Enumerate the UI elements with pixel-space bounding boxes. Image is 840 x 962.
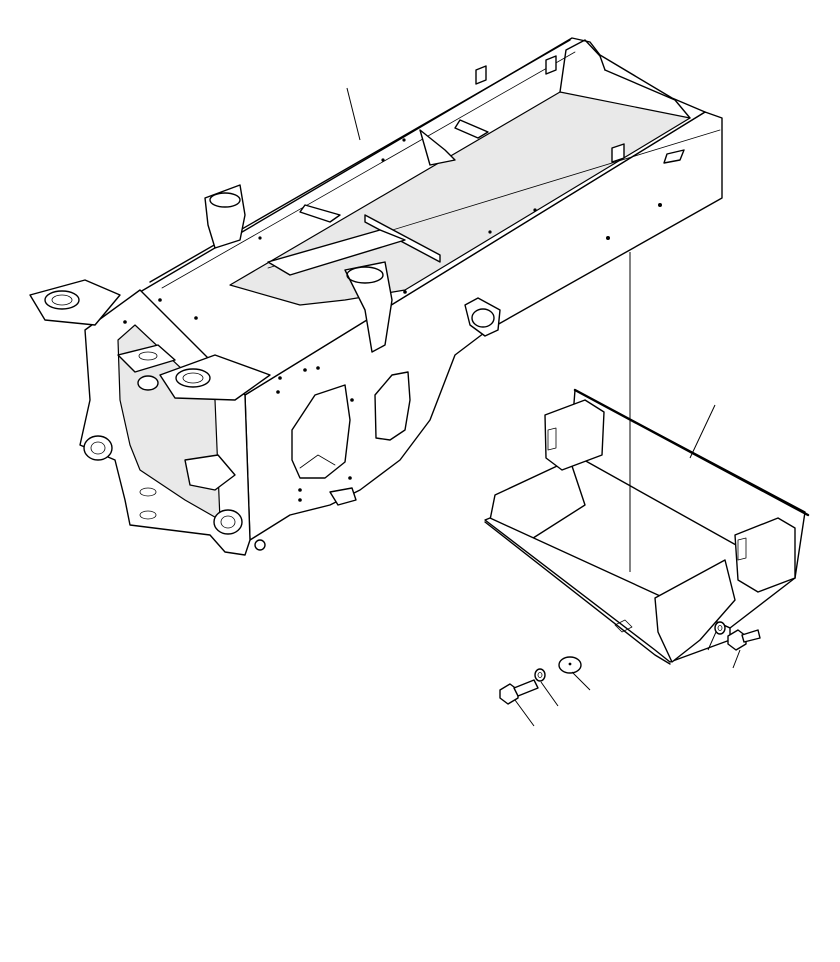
washer-left-ring bbox=[534, 668, 546, 682]
frame-front-hinge-plate-left bbox=[29, 279, 121, 326]
bolt-left-head bbox=[499, 683, 519, 705]
frame-top-bracket bbox=[454, 119, 489, 139]
washer-right-ring bbox=[714, 621, 726, 635]
frame-cross-tube bbox=[267, 229, 406, 276]
guard-front-lip bbox=[484, 521, 671, 665]
frame-rear-hump bbox=[559, 39, 606, 93]
frame-rear-pivot-boss bbox=[464, 297, 501, 337]
leader-shim-plate bbox=[571, 671, 591, 691]
front-lower-boss-left bbox=[83, 435, 113, 461]
shim-plate[interactable] bbox=[558, 656, 582, 674]
hinge-bore-left bbox=[44, 290, 80, 310]
guard-mount-box-left-tab bbox=[547, 427, 557, 451]
front-lower-boss-left-inner bbox=[90, 441, 106, 455]
main-frame[interactable] bbox=[29, 37, 723, 556]
frame-side-window-right bbox=[374, 371, 411, 441]
washer-left[interactable] bbox=[534, 668, 546, 682]
shim-plate-hole bbox=[568, 662, 572, 666]
rail-lug-1 bbox=[475, 65, 487, 85]
leader-bolt-left bbox=[514, 699, 535, 727]
rail-lug-2 bbox=[545, 55, 557, 75]
front-lower-boss-right bbox=[213, 509, 243, 535]
guard-mount-box-left bbox=[544, 399, 605, 471]
cylinder-mount-right-bore bbox=[346, 266, 384, 284]
frame-rear-slot bbox=[663, 149, 685, 164]
guard-mount-box-right-tab bbox=[737, 537, 747, 561]
window-left-bracket bbox=[299, 454, 336, 469]
guard-right-upturn bbox=[654, 559, 736, 663]
frame-steering-bracket bbox=[184, 454, 236, 491]
frame-bottom-drain bbox=[254, 539, 266, 551]
undercover-guard[interactable] bbox=[484, 388, 810, 665]
guard-drain-slot bbox=[614, 619, 633, 633]
leader-guard bbox=[689, 404, 716, 459]
frame-bolt-holes bbox=[123, 138, 662, 502]
frame-cylinder-mount-left bbox=[204, 184, 246, 249]
leader-frame bbox=[346, 87, 361, 141]
washer-left-hole bbox=[537, 672, 543, 678]
front-lower-boss-right-inner bbox=[220, 515, 236, 529]
leader-bolt-right bbox=[732, 649, 741, 669]
frame-side-window-left bbox=[291, 384, 351, 479]
bolt-left-shank bbox=[513, 679, 539, 697]
bolt-right-shank bbox=[741, 629, 761, 643]
rail-lug-3 bbox=[611, 143, 625, 163]
frame-rear-cutout bbox=[604, 69, 691, 119]
center-pivot-bore bbox=[138, 351, 158, 361]
frame-center-bracket bbox=[299, 204, 341, 223]
center-pivot-lower bbox=[137, 375, 159, 391]
bolt-right[interactable] bbox=[727, 629, 761, 651]
frame-top-rail-inner bbox=[161, 51, 576, 289]
washer-right-hole bbox=[717, 625, 723, 631]
callout-leaders bbox=[346, 87, 741, 727]
hinge-bore-left-inner bbox=[51, 294, 73, 306]
cylinder-mount-left-bore bbox=[209, 192, 241, 208]
frame-bottom-tab bbox=[329, 487, 357, 506]
frame-gusset bbox=[419, 129, 456, 166]
leader-washer-right bbox=[707, 631, 717, 651]
rear-pivot-bore bbox=[471, 308, 495, 328]
guard-mount-box-right bbox=[734, 517, 796, 593]
frame-cylinder-mount-right bbox=[344, 261, 393, 353]
hinge-bore-right-inner bbox=[182, 372, 204, 384]
leader-washer-left bbox=[540, 681, 559, 707]
hinge-bore-right bbox=[175, 368, 211, 388]
frame-center-pivot-plate bbox=[117, 344, 176, 373]
frame-front-hinge-plate-right bbox=[159, 354, 271, 401]
washer-right[interactable] bbox=[714, 621, 726, 635]
frame-front-hole-bottom bbox=[139, 510, 157, 520]
guard-back-edge bbox=[573, 388, 810, 517]
frame-front-hole-mid bbox=[139, 487, 157, 497]
bolt-left[interactable] bbox=[499, 679, 539, 705]
